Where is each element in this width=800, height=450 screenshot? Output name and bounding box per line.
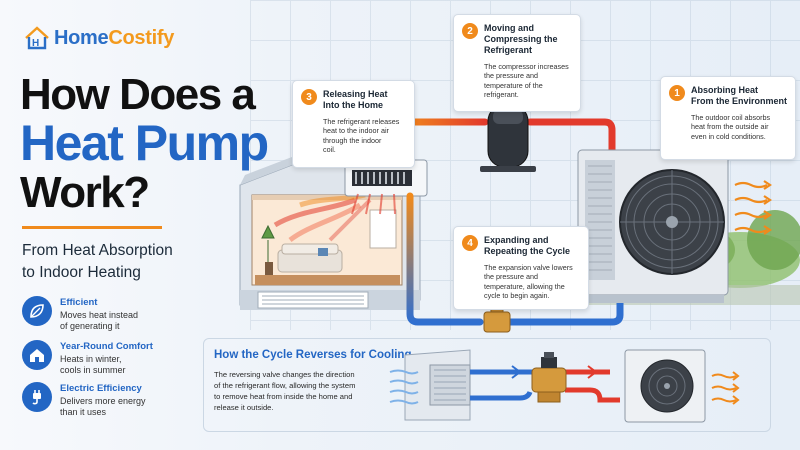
step-desc-line: cycle to begin again. [484, 291, 550, 301]
step-title: Absorbing Heat From the Environment [691, 85, 787, 107]
feature-desc-line2: than it uses [60, 407, 107, 417]
leaf-icon [22, 296, 52, 326]
subtitle-line2: to Indoor Heating [22, 264, 141, 281]
outdoor-unit [577, 149, 729, 303]
step-title: Moving and Compressing the Refrigerant [484, 23, 572, 56]
step-description: The refrigerant releases heat to the ind… [323, 117, 406, 155]
step-title: Releasing Heat Into the Home [323, 89, 406, 111]
plug-icon [22, 382, 52, 412]
step-desc-line: coil. [323, 145, 336, 155]
feature-desc-line1: Heats in winter, [60, 354, 122, 364]
step-title-line: Expanding and [484, 235, 549, 245]
step-title-line: Moving and [484, 23, 534, 33]
step-number: 2 [462, 23, 478, 39]
step-desc-line: heat to the indoor air [323, 126, 389, 136]
feature-electric-efficiency: Electric Efficiency Delivers more energy… [22, 382, 146, 418]
step-card-2: 2 Moving and Compressing the Refrigerant… [453, 14, 581, 112]
home-icon [22, 340, 52, 370]
step-description: The expansion valve lowers the pressure … [484, 263, 580, 301]
step-title-line: Repeating the Cycle [484, 246, 571, 256]
cooling-description: The reversing valve changes the directio… [214, 369, 404, 413]
step-desc-line: the pressure and [484, 272, 538, 282]
step-desc-line: the pressure and [484, 71, 538, 81]
cooling-desc-line: of the refrigerant flow, allowing the sy… [214, 381, 356, 390]
subtitle: From Heat Absorption to Indoor Heating [22, 240, 173, 284]
step-desc-line: refrigerant. [484, 90, 519, 100]
cooling-desc-line: The reversing valve changes the directio… [214, 370, 355, 379]
step-title-line: Releasing Heat [323, 89, 388, 99]
feature-year-round-comfort: Year-Round Comfort Heats in winter,cools… [22, 340, 153, 376]
step-title-line: Into the Home [323, 100, 383, 110]
feature-desc-line2: of generating it [60, 321, 120, 331]
cooling-illustration [389, 349, 740, 423]
step-card-4: 4 Expanding and Repeating the Cycle The … [453, 226, 589, 310]
step-desc-line: The outdoor coil absorbs [691, 113, 771, 122]
step-desc-line: The expansion valve lowers [484, 263, 573, 272]
brand-name: HomeCostify [54, 26, 175, 49]
step-desc-line: temperature of the [484, 80, 543, 90]
house-logo-icon: H [25, 26, 49, 50]
cooling-panel: How the Cycle Reverses for Cooling The r… [203, 338, 771, 432]
indoor-unit [344, 159, 428, 215]
step-desc-line: The compressor increases [484, 62, 569, 71]
feature-title: Electric Efficiency [60, 383, 142, 394]
page-title-line1: How Does a [20, 70, 256, 119]
page-title-line2: Heat Pump [20, 115, 269, 171]
feature-desc-line1: Moves heat instead [60, 310, 139, 320]
feature-title: Year-Round Comfort [60, 341, 153, 352]
step-title-line: Compressing the [484, 34, 558, 44]
step-desc-line: The refrigerant releases [323, 117, 400, 126]
step-title-line: Refrigerant [484, 45, 533, 55]
step-desc-line: temperature, allowing the [484, 281, 565, 291]
step-description: The outdoor coil absorbs heat from the o… [691, 113, 787, 141]
page-title-line3: Work? [20, 168, 150, 217]
step-desc-line: through the indoor [323, 135, 382, 145]
feature-desc-line1: Delivers more energy [60, 396, 146, 406]
step-card-3: 3 Releasing Heat Into the Home The refri… [292, 80, 415, 168]
step-description: The compressor increases the pressure an… [484, 62, 572, 100]
step-title-line: Absorbing Heat [691, 85, 759, 95]
step-card-1: 1 Absorbing Heat From the Environment Th… [660, 76, 796, 160]
title-underline [22, 226, 162, 229]
step-number: 1 [669, 85, 685, 101]
step-desc-line: heat from the outside air [691, 122, 769, 132]
step-number: 4 [462, 235, 478, 251]
svg-text:H: H [32, 38, 39, 49]
cooling-desc-line: release it outside. [214, 403, 274, 412]
step-desc-line: even in cold conditions. [691, 131, 766, 141]
cooling-desc-line: to remove heat from inside the home and [214, 392, 353, 401]
step-number: 3 [301, 89, 317, 105]
compressor [480, 102, 536, 172]
step-title: Expanding and Repeating the Cycle [484, 235, 580, 257]
step-title-line: From the Environment [691, 96, 788, 106]
subtitle-line1: From Heat Absorption [22, 242, 173, 259]
brand-logo: H HomeCostify [24, 26, 174, 50]
feature-desc-line2: cools in summer [60, 365, 126, 375]
incoming-heat-arrows [734, 180, 772, 235]
feature-title: Efficient [60, 297, 98, 308]
cooling-title: How the Cycle Reverses for Cooling [214, 349, 412, 361]
